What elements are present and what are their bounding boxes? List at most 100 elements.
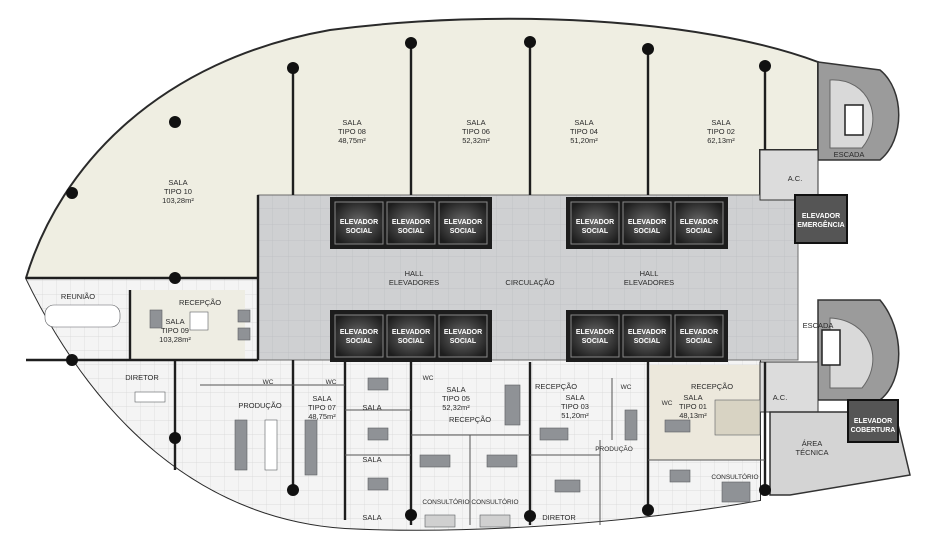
- svg-text:ELEVADOR: ELEVADOR: [628, 329, 666, 336]
- svg-text:SOCIAL: SOCIAL: [346, 228, 373, 235]
- elevator-car: [386, 201, 436, 245]
- label-wc-5: WC: [662, 400, 673, 407]
- svg-text:62,13m²: 62,13m²: [707, 136, 735, 145]
- svg-text:TIPO 07: TIPO 07: [308, 403, 336, 412]
- svg-text:EMERGÊNCIA: EMERGÊNCIA: [797, 220, 844, 229]
- label-recepcao-01: RECEPÇÃO: [691, 382, 733, 391]
- svg-text:TIPO 06: TIPO 06: [462, 127, 490, 136]
- label-recepcao-09: RECEPÇÃO: [179, 298, 221, 307]
- label-wc-2: WC: [326, 379, 337, 386]
- label-elevador-emergencia: ELEVADOR EMERGÊNCIA: [797, 213, 844, 229]
- label-sala-tipo-06: SALA TIPO 06 52,32m²: [462, 118, 490, 145]
- svg-text:SOCIAL: SOCIAL: [634, 338, 661, 345]
- svg-text:ELEVADOR: ELEVADOR: [680, 329, 718, 336]
- svg-text:SALA: SALA: [565, 393, 584, 402]
- elevator-bank-upper-right: [566, 197, 728, 249]
- label-area-tecnica: ÁREA TÉCNICA: [796, 439, 829, 457]
- svg-text:SOCIAL: SOCIAL: [686, 338, 713, 345]
- svg-text:TIPO 01: TIPO 01: [679, 402, 707, 411]
- elevator-car: [674, 201, 724, 245]
- svg-text:ELEVADORES: ELEVADORES: [389, 278, 439, 287]
- svg-text:48,75m²: 48,75m²: [338, 136, 366, 145]
- svg-text:ELEVADOR: ELEVADOR: [392, 329, 430, 336]
- label-consultorio-c: CONSULTÓRIO: [711, 472, 758, 481]
- svg-text:52,32m²: 52,32m²: [442, 403, 470, 412]
- svg-text:SOCIAL: SOCIAL: [398, 338, 425, 345]
- svg-text:48,13m²: 48,13m²: [679, 411, 707, 420]
- label-wc-1: WC: [263, 379, 274, 386]
- label-sala-tipo-03: SALA TIPO 03 51,20m²: [561, 393, 589, 420]
- label-sala-tipo-01: SALA TIPO 01 48,13m²: [679, 393, 707, 420]
- label-wc-4: WC: [621, 384, 632, 391]
- svg-text:SOCIAL: SOCIAL: [398, 228, 425, 235]
- label-recepcao-05: RECEPÇÃO: [449, 415, 491, 424]
- label-sala-tipo-09: SALA TIPO 09 103,28m²: [159, 317, 191, 344]
- elevator-car: [334, 314, 384, 358]
- label-recepcao-03: RECEPÇÃO: [535, 382, 577, 391]
- label-diretor-middle: DIRETOR: [542, 513, 576, 522]
- svg-text:SALA: SALA: [165, 317, 184, 326]
- svg-text:HALL: HALL: [405, 269, 424, 278]
- svg-text:SALA: SALA: [312, 394, 331, 403]
- svg-text:ELEVADOR: ELEVADOR: [392, 219, 430, 226]
- svg-text:51,20m²: 51,20m²: [561, 411, 589, 420]
- elevator-bank-lower-right: [566, 310, 728, 362]
- svg-text:52,32m²: 52,32m²: [462, 136, 490, 145]
- svg-text:TIPO 03: TIPO 03: [561, 402, 589, 411]
- svg-text:TIPO 10: TIPO 10: [164, 187, 192, 196]
- label-diretor-left: DIRETOR: [125, 373, 159, 382]
- svg-text:SOCIAL: SOCIAL: [450, 338, 477, 345]
- label-ac-top: A.C.: [788, 174, 803, 183]
- service-core-right: [759, 61, 911, 496]
- label-wc-3: WC: [423, 375, 434, 382]
- label-escada-top: ESCADA: [834, 150, 865, 159]
- label-sala-a: SALA: [362, 403, 381, 412]
- label-sala-b: SALA: [362, 455, 381, 464]
- svg-text:103,28m²: 103,28m²: [159, 335, 191, 344]
- furniture: [44, 304, 761, 528]
- svg-text:SALA: SALA: [342, 118, 361, 127]
- elevator-car: [622, 201, 672, 245]
- elevator-bank-upper-left: [330, 197, 492, 249]
- svg-text:SOCIAL: SOCIAL: [450, 228, 477, 235]
- svg-text:SOCIAL: SOCIAL: [582, 338, 609, 345]
- label-consultorio-b: CONSULTÓRIO: [471, 497, 518, 506]
- elevator-social-labels: ELEVADOR SOCIAL ELEVADOR SOCIAL ELEVADOR SO…: [340, 219, 718, 345]
- elevator-car: [334, 201, 384, 245]
- svg-text:ELEVADOR: ELEVADOR: [444, 329, 482, 336]
- label-sala-tipo-08: SALA TIPO 08 48,75m²: [338, 118, 366, 145]
- elevator-car: [386, 314, 436, 358]
- svg-text:SOCIAL: SOCIAL: [346, 338, 373, 345]
- label-hall-elevadores-left: HALL ELEVADORES: [389, 269, 439, 287]
- label-circulacao: CIRCULAÇÃO: [505, 278, 554, 287]
- svg-text:TÉCNICA: TÉCNICA: [796, 448, 829, 457]
- svg-text:ELEVADOR: ELEVADOR: [444, 219, 482, 226]
- svg-text:ELEVADOR: ELEVADOR: [628, 219, 666, 226]
- label-ac-bottom: A.C.: [773, 393, 788, 402]
- svg-text:ELEVADOR: ELEVADOR: [340, 329, 378, 336]
- svg-text:TIPO 09: TIPO 09: [161, 326, 189, 335]
- elevator-car: [622, 314, 672, 358]
- label-producao-right: PRODUÇÃO: [595, 444, 633, 453]
- svg-text:COBERTURA: COBERTURA: [851, 427, 896, 434]
- label-reuniao: REUNIÃO: [61, 292, 95, 301]
- svg-text:TIPO 05: TIPO 05: [442, 394, 470, 403]
- svg-text:103,28m²: 103,28m²: [162, 196, 194, 205]
- walls: [26, 40, 767, 525]
- svg-text:SOCIAL: SOCIAL: [686, 228, 713, 235]
- svg-text:SOCIAL: SOCIAL: [634, 228, 661, 235]
- svg-text:ELEVADOR: ELEVADOR: [802, 213, 840, 220]
- label-sala-tipo-05: SALA TIPO 05 52,32m²: [442, 385, 470, 412]
- svg-text:SALA: SALA: [683, 393, 702, 402]
- label-sala-c: SALA: [362, 513, 381, 522]
- svg-text:SALA: SALA: [466, 118, 485, 127]
- elevator-bank-lower-left: [330, 310, 492, 362]
- elevator-car: [674, 314, 724, 358]
- structural-columns: [66, 36, 771, 522]
- svg-text:SOCIAL: SOCIAL: [582, 228, 609, 235]
- label-sala-tipo-07: SALA TIPO 07 48,75m²: [308, 394, 336, 421]
- svg-text:TIPO 04: TIPO 04: [570, 127, 598, 136]
- svg-text:TIPO 08: TIPO 08: [338, 127, 366, 136]
- label-consultorio-a: CONSULTÓRIO: [422, 497, 469, 506]
